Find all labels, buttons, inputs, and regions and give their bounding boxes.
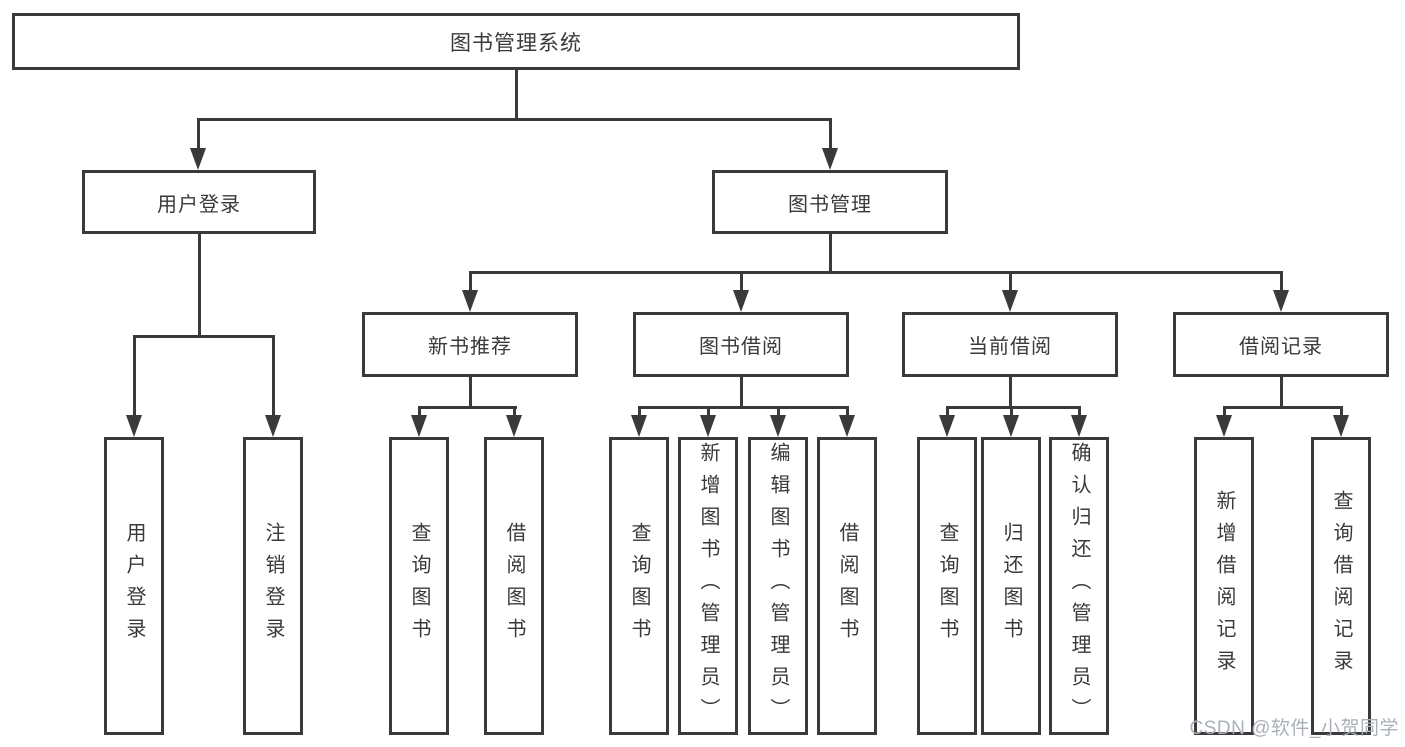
leaf-user-login-label: 用户登录 xyxy=(123,522,145,650)
leaf-edit-book-admin-label: 编辑图书（管理员） xyxy=(767,442,789,730)
leaf-query-book-recommend: 查询图书 xyxy=(389,437,449,735)
arrow-down-icon xyxy=(1002,290,1018,312)
connector-vline xyxy=(1280,271,1283,292)
node-root: 图书管理系统 xyxy=(12,13,1020,70)
connector-vline xyxy=(707,406,710,417)
node-book-borrow-label: 图书借阅 xyxy=(699,336,783,358)
leaf-borrow-book: 借阅图书 xyxy=(817,437,877,735)
node-book-management: 图书管理 xyxy=(712,170,948,234)
arrow-down-icon xyxy=(631,415,647,437)
connector-vline xyxy=(418,406,421,417)
node-user-login-label: 用户登录 xyxy=(157,193,241,216)
arrow-down-icon xyxy=(462,290,478,312)
connector-vline xyxy=(1009,377,1012,406)
leaf-borrow-book-recommend-label: 借阅图书 xyxy=(503,522,525,650)
connector-vline xyxy=(469,377,472,406)
arrow-down-icon xyxy=(190,148,206,170)
leaf-query-borrow-record-label: 查询借阅记录 xyxy=(1330,490,1352,682)
leaf-query-book-borrow: 查询图书 xyxy=(609,437,669,735)
arrow-down-icon xyxy=(770,415,786,437)
leaf-query-book-current-label: 查询图书 xyxy=(936,522,958,650)
connector-vline xyxy=(638,406,641,417)
node-book-management-label: 图书管理 xyxy=(788,193,872,216)
connector-vline xyxy=(777,406,780,417)
node-user-login: 用户登录 xyxy=(82,170,316,234)
arrow-down-icon xyxy=(700,415,716,437)
connector-vline xyxy=(829,118,832,150)
connector-vline xyxy=(515,70,518,118)
connector-vline xyxy=(198,234,201,335)
leaf-return-book-label: 归还图书 xyxy=(1000,522,1022,650)
leaf-query-book-borrow-label: 查询图书 xyxy=(628,522,650,650)
arrow-down-icon xyxy=(1071,415,1087,437)
node-new-book-recommend: 新书推荐 xyxy=(362,312,578,377)
leaf-borrow-book-label: 借阅图书 xyxy=(836,522,858,650)
leaf-add-book-admin: 新增图书（管理员） xyxy=(678,437,738,735)
watermark-text: CSDN @软件_小贺同学 xyxy=(1189,718,1399,739)
connector-hline xyxy=(197,118,832,121)
connector-vline xyxy=(1010,406,1013,417)
leaf-user-login: 用户登录 xyxy=(104,437,164,735)
connector-vline xyxy=(740,377,743,406)
arrow-down-icon xyxy=(839,415,855,437)
leaf-logout: 注销登录 xyxy=(243,437,303,735)
leaf-edit-book-admin: 编辑图书（管理员） xyxy=(748,437,808,735)
connector-hline xyxy=(946,406,1081,409)
connector-vline xyxy=(272,335,275,417)
connector-vline xyxy=(1223,406,1226,417)
connector-vline xyxy=(1340,406,1343,417)
node-book-borrow: 图书借阅 xyxy=(633,312,849,377)
arrow-down-icon xyxy=(939,415,955,437)
connector-vline xyxy=(1280,377,1283,406)
connector-hline xyxy=(418,406,517,409)
connector-hline xyxy=(638,406,849,409)
node-current-borrow: 当前借阅 xyxy=(902,312,1118,377)
connector-hline xyxy=(469,271,1282,274)
leaf-add-borrow-record-label: 新增借阅记录 xyxy=(1213,490,1235,682)
leaf-query-borrow-record: 查询借阅记录 xyxy=(1311,437,1371,735)
node-root-label: 图书管理系统 xyxy=(450,31,582,55)
arrow-down-icon xyxy=(265,415,281,437)
leaf-query-book-current: 查询图书 xyxy=(917,437,977,735)
connector-hline xyxy=(133,335,275,338)
node-borrow-record: 借阅记录 xyxy=(1173,312,1389,377)
leaf-query-book-recommend-label: 查询图书 xyxy=(408,522,430,650)
arrow-down-icon xyxy=(733,290,749,312)
leaf-logout-label: 注销登录 xyxy=(262,522,284,650)
connector-vline xyxy=(946,406,949,417)
arrow-down-icon xyxy=(1273,290,1289,312)
connector-vline xyxy=(197,118,200,150)
leaf-confirm-return-admin-label: 确认归还（管理员） xyxy=(1068,442,1090,730)
arrow-down-icon xyxy=(126,415,142,437)
arrow-down-icon xyxy=(1333,415,1349,437)
leaf-add-borrow-record: 新增借阅记录 xyxy=(1194,437,1254,735)
arrow-down-icon xyxy=(1003,415,1019,437)
node-borrow-record-label: 借阅记录 xyxy=(1239,336,1323,358)
leaf-confirm-return-admin: 确认归还（管理员） xyxy=(1049,437,1109,735)
connector-vline xyxy=(513,406,516,417)
connector-vline xyxy=(740,271,743,292)
connector-vline xyxy=(1009,271,1012,292)
arrow-down-icon xyxy=(506,415,522,437)
leaf-add-book-admin-label: 新增图书（管理员） xyxy=(697,442,719,730)
connector-vline xyxy=(469,271,472,292)
leaf-borrow-book-recommend: 借阅图书 xyxy=(484,437,544,735)
arrow-down-icon xyxy=(411,415,427,437)
node-current-borrow-label: 当前借阅 xyxy=(968,336,1052,358)
arrow-down-icon xyxy=(822,148,838,170)
leaf-return-book: 归还图书 xyxy=(981,437,1041,735)
connector-vline xyxy=(1078,406,1081,417)
connector-vline xyxy=(133,335,136,417)
connector-hline xyxy=(1223,406,1343,409)
arrow-down-icon xyxy=(1216,415,1232,437)
connector-vline xyxy=(829,234,832,271)
node-new-book-recommend-label: 新书推荐 xyxy=(428,336,512,358)
connector-vline xyxy=(846,406,849,417)
